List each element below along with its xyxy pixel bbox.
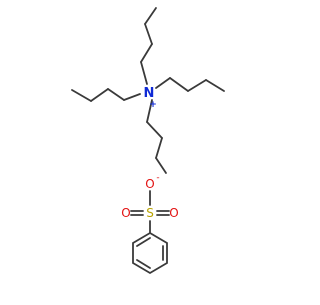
bond — [205, 79, 225, 92]
bond — [140, 43, 153, 63]
sulfur-atom-label: S — [146, 206, 154, 220]
bond — [187, 79, 207, 92]
nitrogen-charge-label: + — [149, 100, 157, 110]
oxygen-top-label: O — [145, 177, 154, 191]
bond — [144, 23, 153, 45]
oxygen-top-charge-label: - — [156, 173, 159, 183]
ring-outline — [132, 231, 168, 275]
butyl-chain-up — [140, 7, 157, 85]
tetrabutylammonium-cation: N + — [71, 7, 225, 174]
bond — [123, 93, 141, 101]
bond — [146, 99, 153, 123]
double-bond — [136, 259, 151, 269]
nitrogen-atom-label: N — [144, 86, 155, 101]
benzene-ring — [132, 231, 168, 275]
bond — [155, 77, 171, 89]
oxygen-right-label: O — [169, 206, 178, 220]
benzenesulfonate-anion: S O - O O — [121, 173, 179, 275]
double-bond — [136, 237, 151, 247]
bond — [107, 88, 125, 101]
bond — [144, 7, 157, 25]
bond — [90, 88, 109, 102]
bond — [155, 137, 163, 159]
oxygen-left-label: O — [121, 206, 130, 220]
bond — [146, 121, 163, 139]
bond — [140, 61, 148, 85]
bond — [71, 89, 92, 102]
structure-diagram: N + S O - O O — [71, 7, 225, 275]
molecule-svg: N + S O - O O — [71, 7, 225, 275]
butyl-chain-left — [71, 88, 141, 102]
bond — [169, 77, 189, 92]
bond — [155, 157, 167, 174]
butyl-chain-right — [155, 77, 225, 92]
butyl-chain-down — [146, 99, 167, 174]
